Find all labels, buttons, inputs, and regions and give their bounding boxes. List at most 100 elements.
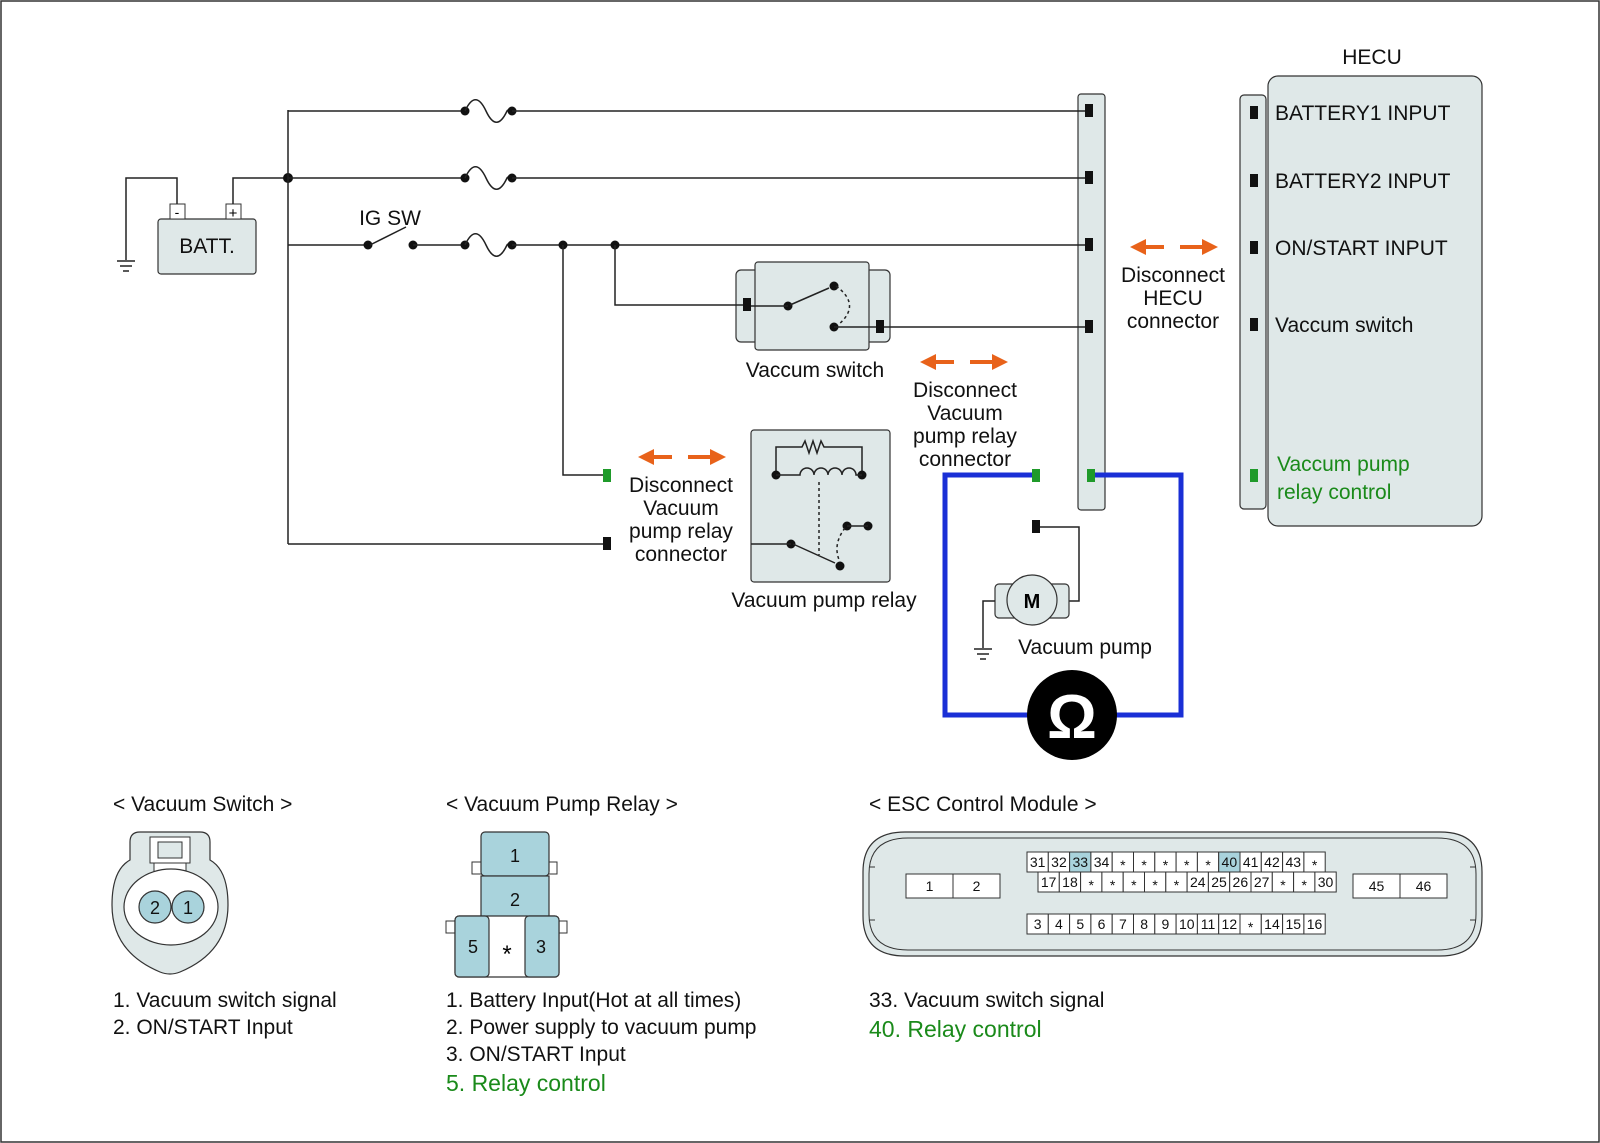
esc-pin-r2-5: * <box>1152 877 1158 893</box>
ohmmeter-body <box>1027 670 1117 760</box>
relay-pin-1: 1 <box>510 846 520 866</box>
relay-contact-nc <box>835 561 845 571</box>
esc-pin-r3-10: * <box>1248 919 1254 935</box>
harness-pin-4 <box>1085 320 1093 333</box>
battery-positive-wire <box>232 177 288 204</box>
esc-shell-outer <box>862 831 1483 957</box>
esc-pin-r1-3: 34 <box>1094 854 1110 870</box>
esc-pin-r1-13: * <box>1312 857 1318 873</box>
ohmmeter: Ω <box>1027 670 1117 760</box>
hecu-label-battery2: BATTERY2 INPUT <box>1275 170 1451 193</box>
relay-note-1: 1. Battery Input(Hot at all times) <box>446 989 741 1012</box>
esc-pin-r2-6: * <box>1174 877 1180 893</box>
disconnect-relay-left-label-1: Disconnect <box>629 474 733 497</box>
esc-pin-r2-4: * <box>1131 877 1137 893</box>
disconnect-hecu-label-1: Disconnect <box>1121 264 1225 287</box>
vacuum-switch-connector: 2 1 <box>111 831 229 975</box>
relay-note-green: 5. Relay control <box>446 1070 606 1096</box>
ohm-icon: Ω <box>1047 683 1097 752</box>
esc-pin-r2-3: * <box>1110 877 1116 893</box>
esc-pin-r2-13: 30 <box>1318 874 1334 890</box>
esc-pin-r2-10: 27 <box>1254 874 1270 890</box>
hecu-pin-onstart <box>1250 241 1258 254</box>
vacuum-pump-relay-label: Vacuum pump relay <box>731 589 917 612</box>
disconnect-arrow-hecu <box>1130 239 1218 255</box>
hecu-body <box>1267 75 1483 527</box>
battery-ground-icon <box>117 260 135 272</box>
vs-cavity-1 <box>171 890 205 924</box>
vs-note-2: 2. ON/START Input <box>113 1016 293 1039</box>
esc-pin-r1-0: 31 <box>1030 854 1046 870</box>
relay-contact-blade <box>792 543 836 564</box>
esc-pin-r2-12: * <box>1302 877 1308 893</box>
hecu-label-battery1: BATTERY1 INPUT <box>1275 102 1451 125</box>
harness-pin-1 <box>1085 104 1093 117</box>
vaccum-switch-feed-wire <box>614 245 743 306</box>
pump-ground-icon <box>974 648 992 660</box>
vacuum-pump-relay-component <box>750 429 891 583</box>
relay-resistor <box>775 438 863 475</box>
esc-pin-r3-4: 7 <box>1119 916 1127 932</box>
esc-pin-r1-2: 33 <box>1072 854 1088 870</box>
vs-connector-latch-inner <box>157 841 183 859</box>
esc-pin-r3-0: 3 <box>1034 916 1042 932</box>
pump-supply-wire <box>1040 526 1080 602</box>
disconnect-relay-left-label-4: connector <box>635 543 727 566</box>
ig-sw-label: IG SW <box>359 207 421 230</box>
esc-pin-r2-9: 26 <box>1233 874 1249 890</box>
esc-pin-r3-12: 15 <box>1285 916 1301 932</box>
esc-note-green: 40. Relay control <box>869 1016 1042 1042</box>
esc-pin-r1-9: 40 <box>1222 854 1238 870</box>
vaccum-switch-pin-out <box>876 320 884 333</box>
esc-pin-r1-8: * <box>1205 857 1211 873</box>
hecu-label-relay-control-2: relay control <box>1277 481 1391 504</box>
battery-ground-wire <box>125 177 178 260</box>
meter-lead-left <box>942 472 1035 718</box>
battery-pos-sign: + <box>229 205 238 222</box>
relay-connector-title: < Vacuum Pump Relay > <box>446 793 678 816</box>
esc-pin-left-1: 2 <box>973 878 981 894</box>
esc-pin-left-1-cell <box>952 873 1001 899</box>
relay-contact-dashed <box>836 527 846 563</box>
relay-note-3: 3. ON/START Input <box>446 1043 626 1066</box>
vaccum-switch-pin-in <box>743 298 751 311</box>
esc-pin-r2-1: 18 <box>1062 874 1078 890</box>
vsw-blade <box>789 287 830 306</box>
disconnect-arrow-relay-upper <box>920 354 1008 370</box>
relay-cavity-2 <box>480 875 550 921</box>
esc-pin-r1-1: 32 <box>1051 854 1067 870</box>
esc-pin-r2-0: 17 <box>1041 874 1057 890</box>
esc-pin-r3-2: 5 <box>1076 916 1084 932</box>
pump-connector-pin <box>1032 520 1040 533</box>
pump-motor-circle <box>1006 574 1058 626</box>
pump-ground-wire <box>982 600 995 648</box>
hecu-harness-connector <box>1077 93 1106 511</box>
vs-pin-1: 1 <box>183 898 193 918</box>
battery-label: BATT. <box>179 235 235 258</box>
harness-pin-relay-control <box>1087 469 1095 482</box>
relay-connector: 1 2 5 * 3 <box>445 831 568 978</box>
disconnect-relay-upper-label-3: pump relay <box>913 425 1017 448</box>
battery-neg-sign: - <box>175 204 180 220</box>
hecu-pin-battery2 <box>1250 174 1258 187</box>
relay-pin-2: 2 <box>510 890 520 910</box>
hecu-title: HECU <box>1342 46 1402 69</box>
relay-pin-3: 3 <box>536 937 546 957</box>
battery-body <box>157 218 257 275</box>
relay-pin-empty: * <box>502 941 511 968</box>
esc-pin-r3-13: 16 <box>1307 916 1323 932</box>
battery: - + BATT. <box>157 203 257 275</box>
motor-letter: M <box>1024 591 1041 613</box>
meter-lead-right <box>1091 472 1184 718</box>
esc-pin-r1-11: 42 <box>1264 854 1280 870</box>
vsw-dashed-link <box>835 285 851 326</box>
disconnect-hecu-label-2: HECU <box>1143 287 1203 310</box>
esc-pin-r1-6: * <box>1163 857 1169 873</box>
relay-left-pin-black <box>603 537 611 550</box>
esc-pin-r2-11: * <box>1280 877 1286 893</box>
relay-connector-pin-green <box>1032 469 1040 482</box>
vs-pin-2: 2 <box>150 898 160 918</box>
